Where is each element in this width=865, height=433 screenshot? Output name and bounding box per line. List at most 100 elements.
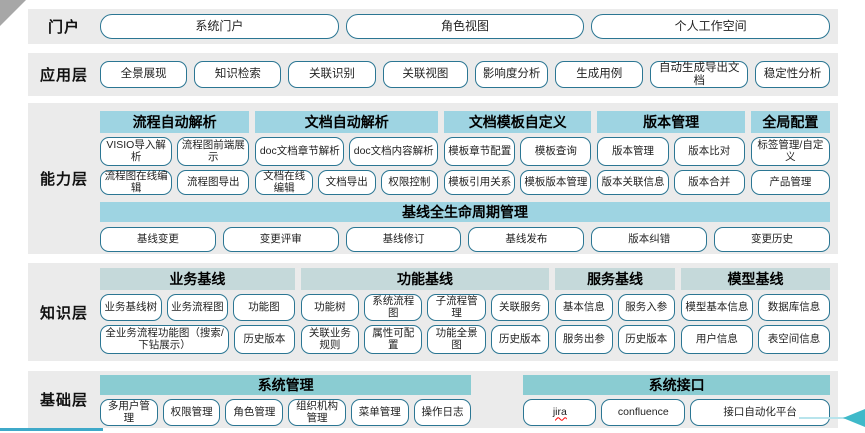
kn-group-header: 模型基线 <box>680 268 830 290</box>
fd-group-header: 系统管理 <box>100 375 472 395</box>
fd-group-system-mgmt: 系统管理 多用户管理 权限管理 角色管理 组织机构管理 菜单管理 操作日志 <box>100 375 472 426</box>
cap-box: 模板版本管理 <box>520 170 592 195</box>
layer-band-capability: 能力层 流程自动解析 VISIO导入解析 流程图前端展示 流程图在线编辑 流程图… <box>28 103 838 254</box>
foundation-content: 系统管理 多用户管理 权限管理 角色管理 组织机构管理 菜单管理 操作日志 系统… <box>100 371 838 428</box>
cap-box: VISIO导入解析 <box>100 137 173 166</box>
layer-label-application: 应用层 <box>39 67 88 84</box>
cap-group-header: 全局配置 <box>750 111 830 133</box>
cap-group-header: 版本管理 <box>597 111 745 133</box>
layer-band-foundation: 基础层 系统管理 多用户管理 权限管理 角色管理 组织机构管理 菜单管理 操作日… <box>28 371 838 428</box>
kn-box: 历史版本 <box>234 325 295 354</box>
cap-box: 产品管理 <box>750 170 830 195</box>
kn-box: 用户信息 <box>680 325 753 354</box>
layer-label-foundation: 基础层 <box>39 392 88 409</box>
cap-box: 版本合并 <box>673 170 745 195</box>
cap-box: 文档在线编辑 <box>255 170 313 195</box>
kn-group-header: 业务基线 <box>100 268 295 290</box>
cap-box: doc文档内容解析 <box>349 137 439 166</box>
cap-box: 模板章节配置 <box>444 137 516 166</box>
kn-box: 表空间信息 <box>757 325 830 354</box>
cap-group-global-config: 全局配置 标签管理/自定义 产品管理 <box>750 111 830 195</box>
knowledge-groups: 业务基线 业务基线树 业务流程图 功能图 全业务流程功能图（搜索/下钻展示） 历… <box>100 268 830 354</box>
app-box: 关联识别 <box>288 61 376 88</box>
baseline-box: 基线修订 <box>345 227 462 252</box>
baseline-box: 版本纠错 <box>591 227 708 252</box>
app-box: 稳定性分析 <box>755 61 830 88</box>
fd-group-system-interface: 系统接口 jira confluence 接口自动化平台 <box>523 375 830 426</box>
kn-box: 历史版本 <box>490 325 550 354</box>
fd-box: 多用户管理 <box>100 399 158 426</box>
baseline-box: 基线变更 <box>100 227 216 252</box>
kn-box: 系统流程图 <box>364 294 423 321</box>
cap-group-version-mgmt: 版本管理 版本管理 版本比对 版本关联信息 版本合并 <box>597 111 745 195</box>
kn-box: 子流程管理 <box>427 294 486 321</box>
cap-box: 文档导出 <box>317 170 376 195</box>
fd-box: 操作日志 <box>413 399 472 426</box>
baseline-box: 变更评审 <box>222 227 339 252</box>
layer-band-application: 应用层 全景展现 知识检索 关联识别 关联视图 影响度分析 生成用例 自动生成导… <box>28 53 838 96</box>
kn-box: 功能全景图 <box>427 325 486 354</box>
fd-box: 权限管理 <box>162 399 221 426</box>
kn-box: 全业务流程功能图（搜索/下钻展示） <box>100 325 230 354</box>
left-arrow-icon <box>843 409 865 427</box>
app-box: 影响度分析 <box>475 61 549 88</box>
kn-box: 关联服务 <box>490 294 550 321</box>
layer-label-capability: 能力层 <box>39 171 88 188</box>
cap-box: 标签管理/自定义 <box>750 137 830 166</box>
kn-box: 基本信息 <box>555 294 613 321</box>
kn-group-header: 功能基线 <box>300 268 550 290</box>
portal-box: 系统门户 <box>100 14 339 39</box>
page-corner-decoration <box>0 0 26 26</box>
cap-box: 模板引用关系 <box>444 170 516 195</box>
cap-box: 流程图前端展示 <box>177 137 250 166</box>
layer-band-portal: 门户 系统门户 角色视图 个人工作空间 <box>28 9 838 44</box>
cap-group-template-custom: 文档模板自定义 模板章节配置 模板查询 模板引用关系 模板版本管理 <box>444 111 592 195</box>
kn-box: 属性可配置 <box>364 325 423 354</box>
layer-label-portal: 门户 <box>47 19 80 36</box>
baseline-box: 变更历史 <box>714 227 830 252</box>
cap-box: 版本关联信息 <box>597 170 669 195</box>
kn-box: 模型基本信息 <box>680 294 753 321</box>
cap-box: 版本比对 <box>673 137 745 166</box>
cap-box: 权限控制 <box>380 170 439 195</box>
portal-box: 个人工作空间 <box>591 14 831 39</box>
kn-box: 功能树 <box>300 294 360 321</box>
app-box: 生成用例 <box>555 61 644 88</box>
application-content: 全景展现 知识检索 关联识别 关联视图 影响度分析 生成用例 自动生成导出文档 … <box>100 53 838 96</box>
capability-content: 流程自动解析 VISIO导入解析 流程图前端展示 流程图在线编辑 流程图导出 文… <box>100 103 838 254</box>
kn-group-model-baseline: 模型基线 模型基本信息 数据库信息 用户信息 表空间信息 <box>680 268 830 354</box>
cap-box: doc文档章节解析 <box>255 137 345 166</box>
layer-label-knowledge: 知识层 <box>39 304 88 322</box>
baseline-box: 基线发布 <box>468 227 585 252</box>
cap-box: 流程图导出 <box>177 170 250 195</box>
cap-group-doc-parse: 文档自动解析 doc文档章节解析 doc文档内容解析 文档在线编辑 文档导出 权… <box>255 111 439 195</box>
cap-group-header: 文档模板自定义 <box>444 111 592 133</box>
cap-group-header: 流程自动解析 <box>100 111 250 133</box>
kn-box: 数据库信息 <box>757 294 830 321</box>
layer-band-knowledge: 知识层 业务基线 业务基线树 业务流程图 功能图 全业务流程功能图（搜索/下钻展… <box>28 263 838 361</box>
fd-box-confluence: confluence <box>601 399 686 426</box>
fd-group-header: 系统接口 <box>523 375 830 395</box>
knowledge-content: 业务基线 业务基线树 业务流程图 功能图 全业务流程功能图（搜索/下钻展示） 历… <box>100 263 838 361</box>
capability-groups: 流程自动解析 VISIO导入解析 流程图前端展示 流程图在线编辑 流程图导出 文… <box>100 111 830 195</box>
cap-box: 流程图在线编辑 <box>100 170 173 195</box>
portal-content: 系统门户 角色视图 个人工作空间 <box>100 9 838 44</box>
baseline-buttons: 基线变更 变更评审 基线修订 基线发布 版本纠错 变更历史 <box>100 227 830 252</box>
portal-box: 角色视图 <box>345 14 585 39</box>
kn-box: 服务出参 <box>555 325 613 354</box>
arrow-tail-decoration <box>799 417 845 419</box>
kn-group-business-baseline: 业务基线 业务基线树 业务流程图 功能图 全业务流程功能图（搜索/下钻展示） 历… <box>100 268 295 354</box>
fd-box: 角色管理 <box>225 399 284 426</box>
app-box: 知识检索 <box>194 61 282 88</box>
fd-box: 接口自动化平台 <box>690 399 830 426</box>
fd-box: 菜单管理 <box>350 399 409 426</box>
app-box: 全景展现 <box>100 61 188 88</box>
fd-box: 组织机构管理 <box>288 399 346 426</box>
kn-box: 关联业务规则 <box>300 325 360 354</box>
kn-box: 服务入参 <box>617 294 675 321</box>
kn-group-service-baseline: 服务基线 基本信息 服务入参 服务出参 历史版本 <box>555 268 675 354</box>
baseline-lifecycle-header: 基线全生命周期管理 <box>100 202 830 222</box>
kn-box: 业务流程图 <box>166 294 229 321</box>
cap-box: 版本管理 <box>597 137 669 166</box>
app-box: 自动生成导出文档 <box>650 61 749 88</box>
